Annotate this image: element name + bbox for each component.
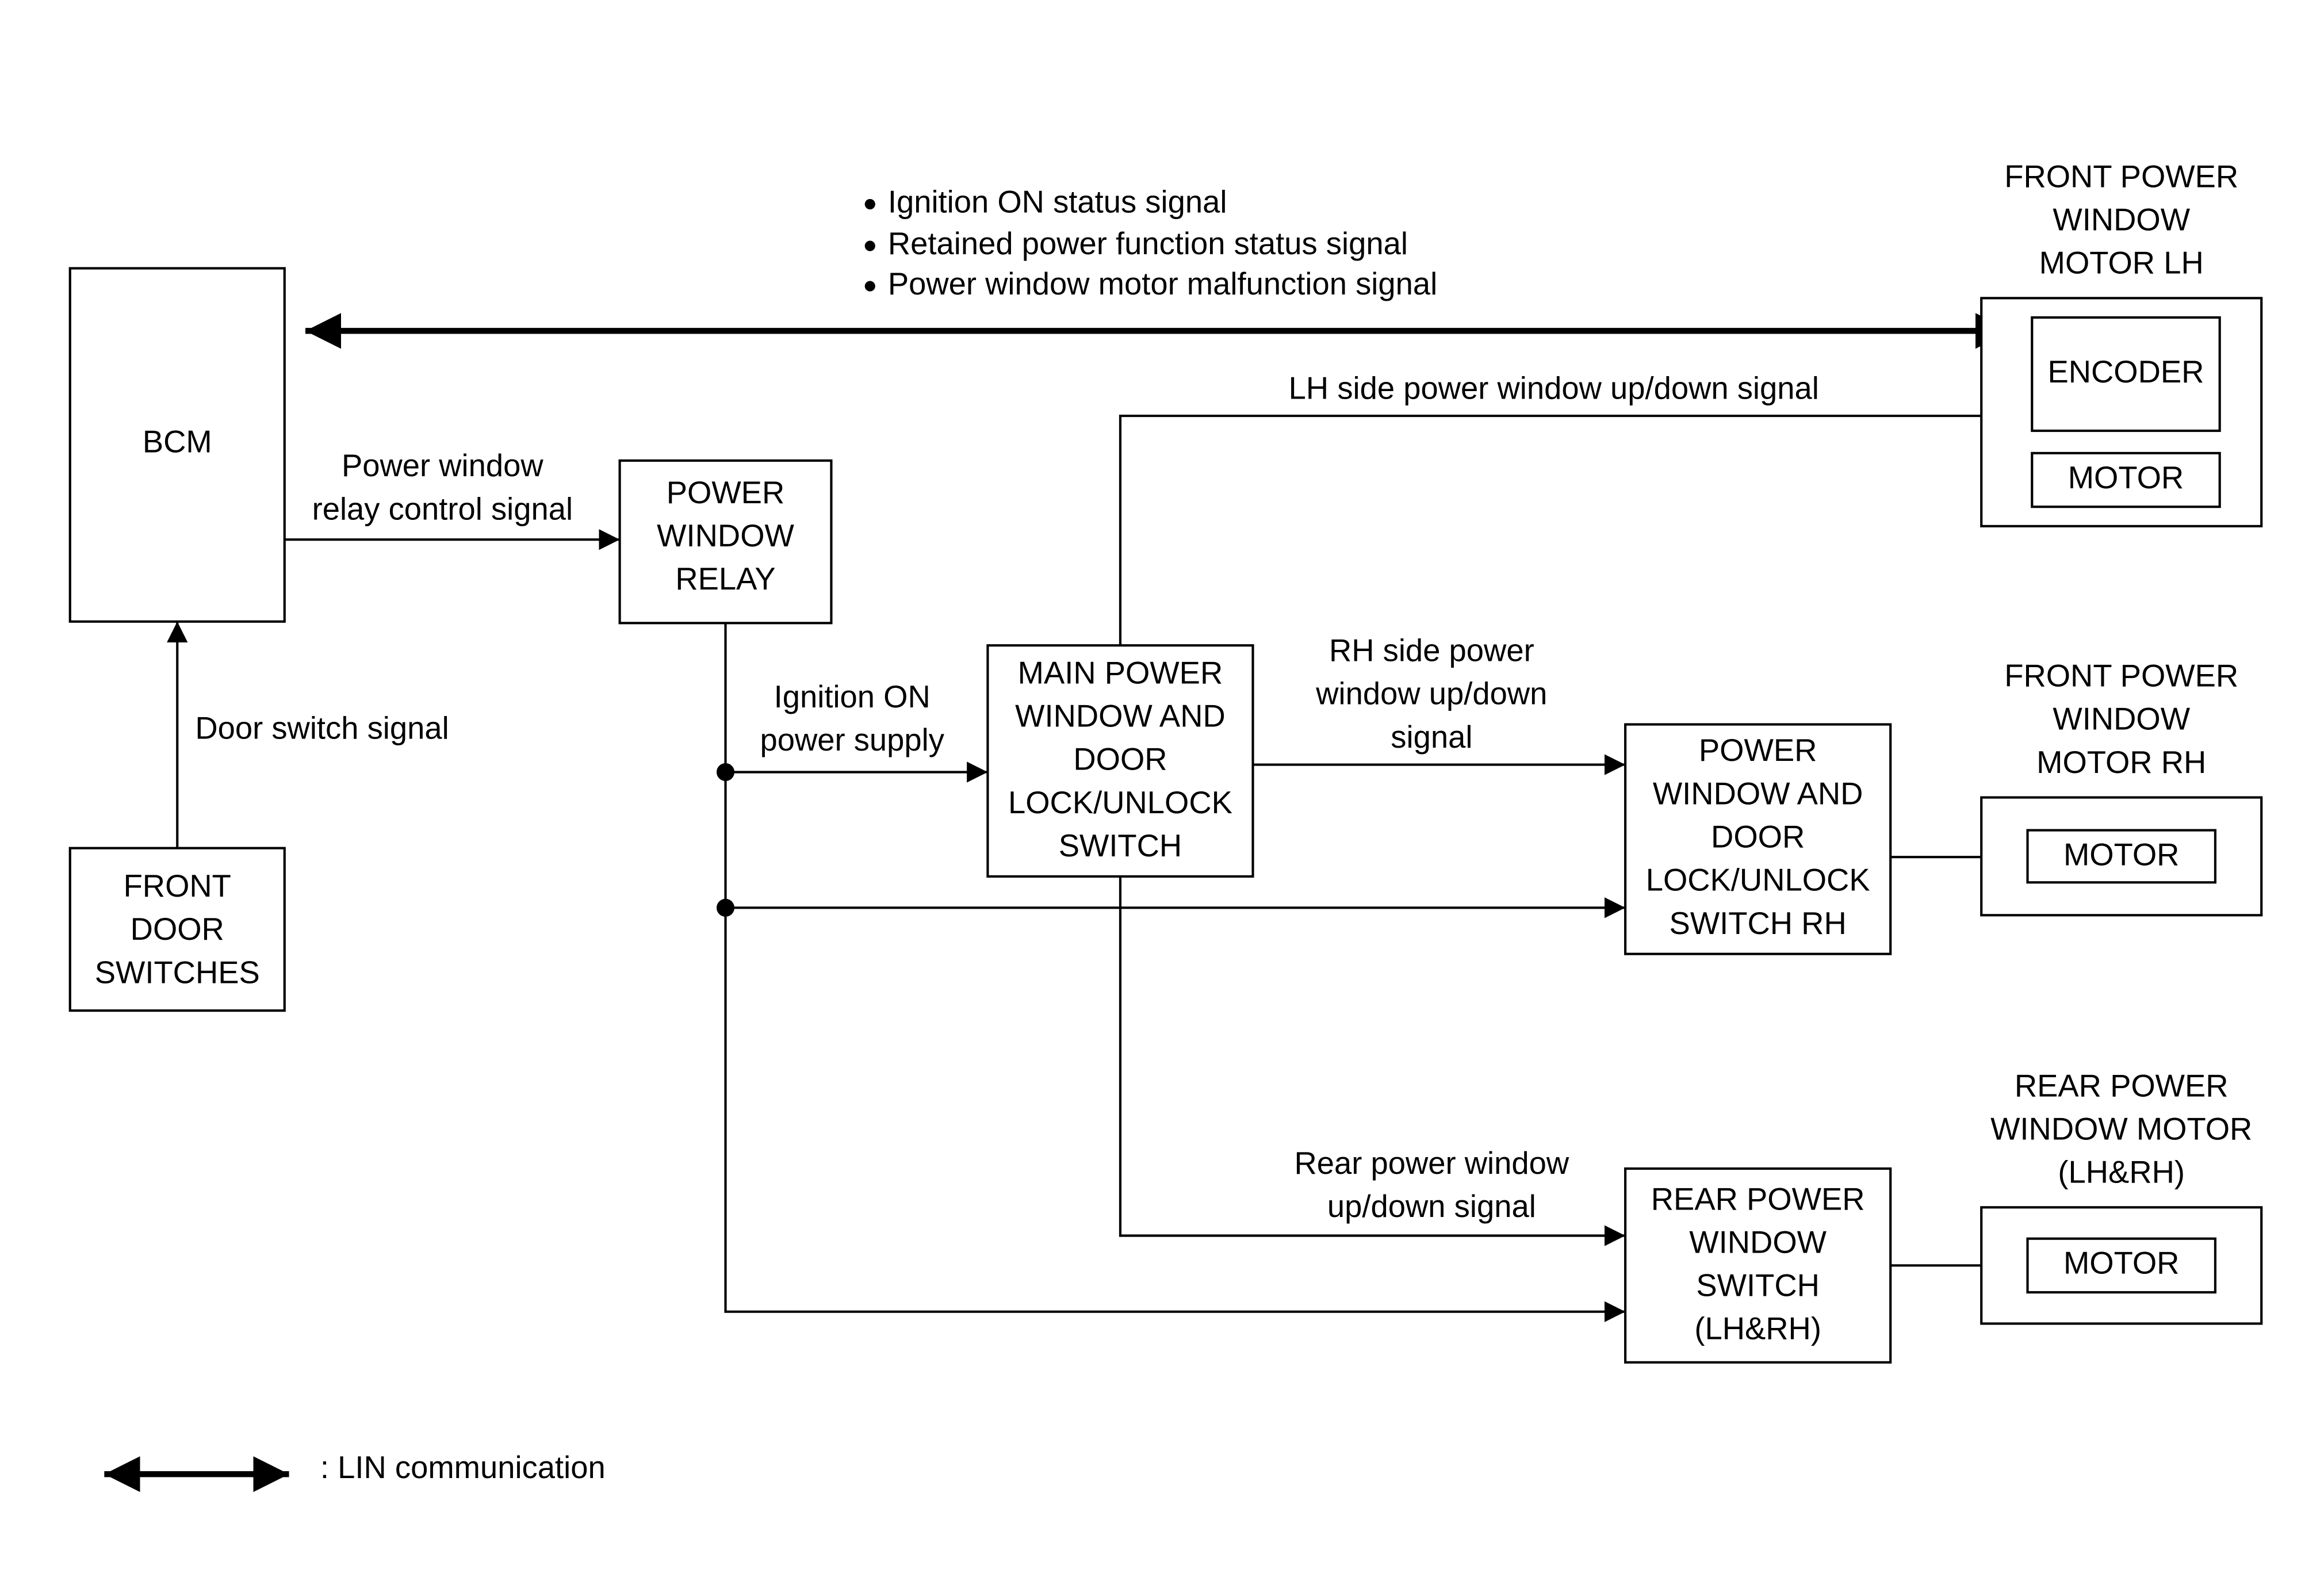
block-label: DOOR bbox=[1711, 819, 1805, 854]
block-label: SWITCHES bbox=[95, 955, 260, 990]
rh-signal-label: window up/down bbox=[1315, 676, 1547, 711]
rh-switch-block: POWER WINDOW AND DOOR LOCK/UNLOCK SWITCH… bbox=[1624, 723, 1892, 955]
block-label: POWER bbox=[1699, 733, 1817, 768]
block-title: (LH&RH) bbox=[2058, 1155, 2185, 1190]
signal-label: Ignition ON status signal bbox=[888, 184, 1227, 219]
front-door-switches-block: FRONT DOOR SWITCHES bbox=[68, 847, 286, 1012]
block-label: (LH&RH) bbox=[1694, 1311, 1821, 1346]
block-label: REAR POWER bbox=[1651, 1181, 1865, 1216]
block-title: WINDOW bbox=[2053, 202, 2190, 238]
block-title: FRONT POWER bbox=[2004, 659, 2238, 694]
block-label: DOOR bbox=[131, 912, 224, 947]
junction-dot bbox=[716, 898, 735, 917]
relay-control-label: relay control signal bbox=[312, 491, 573, 526]
bullet-icon bbox=[864, 240, 875, 251]
block-label: POWER bbox=[667, 475, 784, 510]
block-title: REAR POWER bbox=[2015, 1068, 2229, 1103]
rear-signal-line bbox=[1119, 876, 1626, 1246]
block-label: RELAY bbox=[675, 561, 775, 596]
block-title: FRONT POWER bbox=[2004, 159, 2238, 194]
block-title: WINDOW MOTOR bbox=[1990, 1111, 2252, 1146]
lh-signal-label: LH side power window up/down signal bbox=[1289, 370, 1819, 405]
block-label: SWITCH RH bbox=[1670, 906, 1847, 941]
block-title: WINDOW bbox=[2053, 702, 2190, 737]
encoder-label: ENCODER bbox=[2047, 354, 2204, 389]
relay-control-label: Power window bbox=[342, 448, 543, 483]
block-label: WINDOW AND bbox=[1015, 699, 1226, 734]
bcm-block: BCM bbox=[68, 267, 286, 623]
rear-signal-label: up/down signal bbox=[1327, 1189, 1536, 1224]
block-title: MOTOR RH bbox=[2036, 745, 2206, 780]
block-label: MAIN POWER bbox=[1018, 655, 1223, 690]
rear-motor-block: REAR POWER WINDOW MOTOR (LH&RH) MOTOR bbox=[1980, 1068, 2263, 1325]
junction-dot bbox=[716, 763, 735, 782]
main-switch-block: MAIN POWER WINDOW AND DOOR LOCK/UNLOCK S… bbox=[986, 644, 1254, 878]
legend: : LIN communication bbox=[104, 1450, 606, 1492]
front-motor-lh-block: FRONT POWER WINDOW MOTOR LH ENCODER MOTO… bbox=[1980, 159, 2263, 527]
block-label: WINDOW bbox=[1689, 1224, 1827, 1260]
lin-signal-list: Ignition ON status signal Retained power… bbox=[864, 184, 1437, 301]
power-window-relay-block: POWER WINDOW RELAY bbox=[618, 459, 833, 625]
door-switch-label: Door switch signal bbox=[195, 710, 449, 745]
bullet-icon bbox=[864, 281, 875, 292]
signal-label: Retained power function status signal bbox=[888, 226, 1408, 261]
block-label: SWITCH bbox=[1696, 1268, 1820, 1303]
motor-label: MOTOR bbox=[2068, 460, 2184, 495]
block-label: WINDOW AND bbox=[1653, 776, 1863, 811]
block-title: MOTOR LH bbox=[2039, 246, 2204, 281]
block-label: LOCK/UNLOCK bbox=[1646, 863, 1870, 898]
rear-switch-block: REAR POWER WINDOW SWITCH (LH&RH) bbox=[1624, 1167, 1892, 1364]
front-motor-rh-block: FRONT POWER WINDOW MOTOR RH MOTOR bbox=[1980, 659, 2263, 917]
rh-signal-label: RH side power bbox=[1329, 633, 1534, 668]
block-label: FRONT bbox=[124, 868, 231, 904]
motor-label: MOTOR bbox=[2063, 1246, 2179, 1281]
motor-label: MOTOR bbox=[2063, 837, 2179, 872]
lh-signal-line bbox=[1119, 405, 2032, 646]
relay-supply-line bbox=[724, 623, 1626, 1322]
block-label: WINDOW bbox=[657, 518, 794, 553]
ignition-supply-label: power supply bbox=[760, 722, 944, 757]
bullet-icon bbox=[864, 198, 875, 210]
ignition-supply-label: Ignition ON bbox=[774, 679, 931, 714]
rear-signal-label: Rear power window bbox=[1295, 1146, 1569, 1181]
legend-label: : LIN communication bbox=[320, 1450, 606, 1485]
rh-signal-label: signal bbox=[1391, 719, 1472, 755]
block-label: SWITCH bbox=[1059, 828, 1182, 863]
bcm-label: BCM bbox=[143, 424, 212, 460]
signal-label: Power window motor malfunction signal bbox=[888, 266, 1437, 301]
block-label: LOCK/UNLOCK bbox=[1008, 785, 1232, 820]
block-label: DOOR bbox=[1073, 742, 1167, 777]
